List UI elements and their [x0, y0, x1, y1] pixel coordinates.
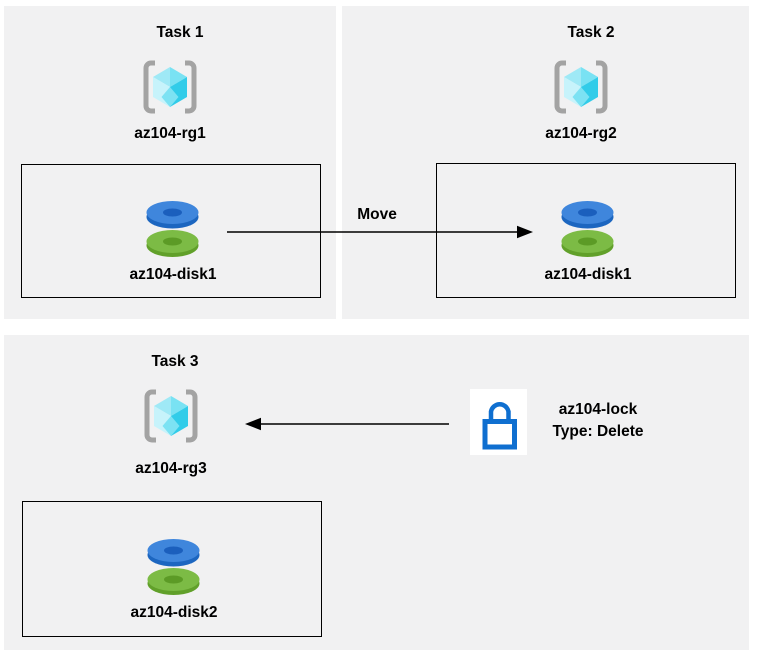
arrow-right-icon — [227, 225, 533, 239]
lock-type: Type: Delete — [552, 423, 644, 440]
disk-name: az104-disk1 — [129, 266, 217, 283]
task2-title: Task 2 — [567, 24, 615, 41]
lock-card — [470, 389, 527, 455]
lock-name: az104-lock — [558, 401, 638, 418]
resource-group-icon — [553, 60, 609, 119]
resource-group-icon — [143, 389, 199, 448]
disk-icon — [560, 200, 615, 263]
task1-title: Task 1 — [156, 24, 204, 41]
resource-group-icon — [142, 60, 198, 119]
disk-name: az104-disk2 — [130, 604, 218, 621]
resource-group-name: az104-rg1 — [134, 125, 206, 142]
lock-label: az104-lock Type: Delete — [528, 399, 668, 443]
disk-icon — [146, 538, 201, 601]
task2-panel: Task 2 az104-rg2 az104-disk1 — [342, 6, 749, 319]
lock-icon — [470, 389, 527, 460]
task3-panel: Task 3 az104-rg3 az104-disk2 — [4, 335, 749, 650]
disk-icon — [145, 200, 200, 263]
task1-panel: Task 1 az104-rg1 az104-disk1 — [4, 6, 336, 319]
disk-name: az104-disk1 — [544, 266, 632, 283]
task1-disk-box: az104-disk1 — [21, 164, 321, 298]
move-arrow-label: Move — [357, 206, 397, 223]
task3-title: Task 3 — [151, 353, 199, 370]
task3-disk-box: az104-disk2 — [22, 501, 322, 637]
resource-group-name: az104-rg3 — [135, 460, 207, 477]
resource-group-name: az104-rg2 — [545, 125, 617, 142]
task2-disk-box: az104-disk1 — [436, 163, 736, 298]
arrow-left-icon — [245, 417, 449, 431]
